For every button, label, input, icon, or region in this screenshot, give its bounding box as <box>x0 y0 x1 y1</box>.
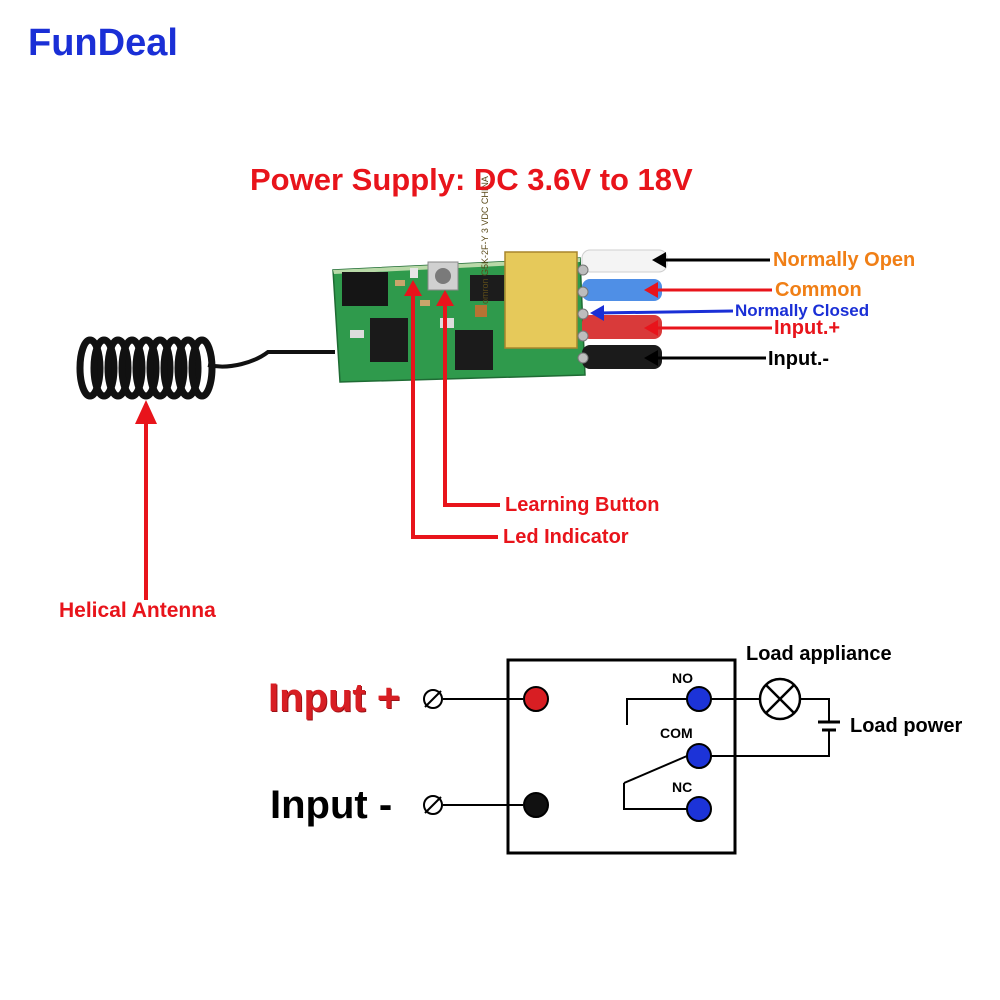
pin-com-terminal <box>686 743 712 769</box>
label-load-power: Load power <box>850 715 963 737</box>
label-input-plus: Input.+ <box>774 317 841 339</box>
pin-label-com: COM <box>660 725 693 741</box>
pin-label-no: NO <box>672 670 693 686</box>
wires <box>577 249 668 369</box>
pin-no-terminal <box>686 686 712 712</box>
label-led-indicator: Led Indicator <box>503 526 629 548</box>
relay-marking: omron G5K-2F-Y 3 VDC CHINA <box>480 176 490 304</box>
pin-nc-terminal <box>686 796 712 822</box>
component-arrows <box>144 290 500 600</box>
wiring-input-plus: Input + <box>268 676 401 720</box>
input-minus-terminal <box>523 792 549 818</box>
label-helical-antenna: Helical Antenna <box>59 599 216 622</box>
pin-label-nc: NC <box>672 779 693 795</box>
label-learning-button: Learning Button <box>505 494 660 516</box>
label-normally-closed: Normally Closed <box>735 301 870 320</box>
label-normally-open: Normally Open <box>773 249 916 271</box>
power-supply-title: Power Supply: DC 3.6V to 18V <box>250 162 693 197</box>
label-input-minus: Input.- <box>768 348 830 370</box>
helical-antenna-icon <box>76 336 335 400</box>
label-load-appliance: Load appliance <box>746 643 892 665</box>
brand-logo: FunDeal <box>28 22 178 64</box>
input-plus-terminal <box>523 686 549 712</box>
wiring-schematic <box>423 658 840 855</box>
pcb-board: omron G5K-2F-Y 3 VDC CHINA <box>332 176 586 383</box>
label-common: Common <box>775 279 862 301</box>
wire-arrows <box>590 252 772 366</box>
wiring-input-minus: Input - <box>270 783 393 827</box>
